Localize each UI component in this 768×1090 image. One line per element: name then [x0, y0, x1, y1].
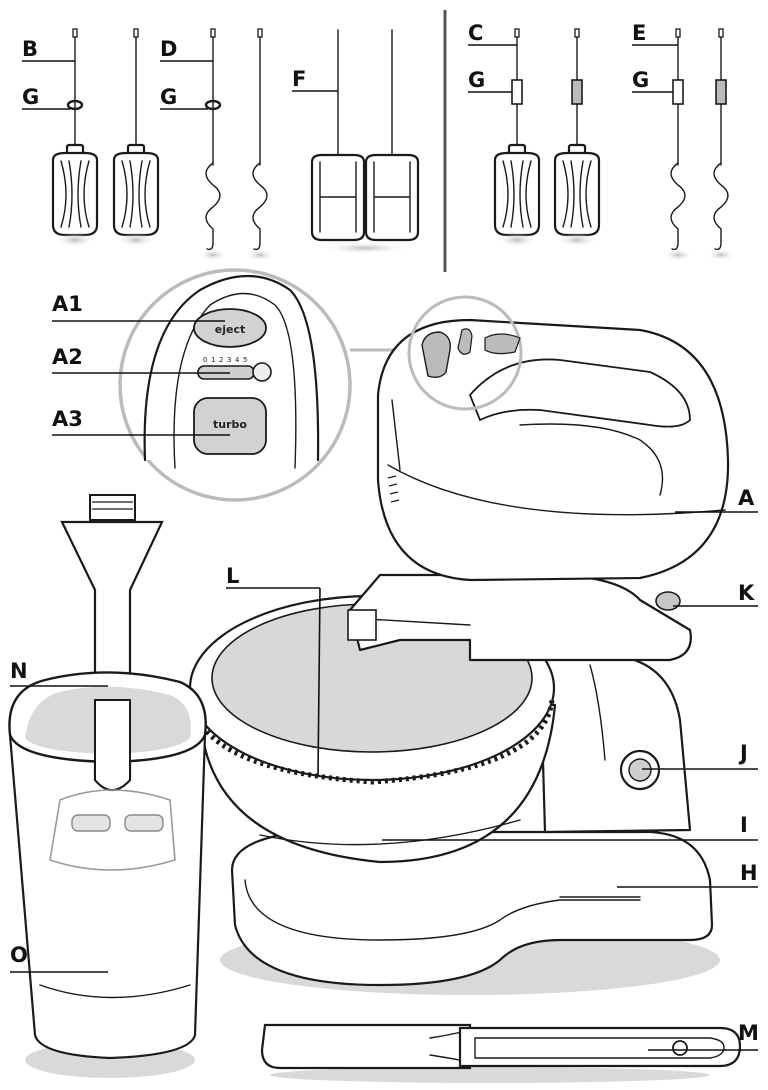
eject-text: eject	[215, 323, 245, 336]
beaters-group-c	[493, 27, 601, 249]
label-l: L	[226, 564, 239, 588]
eject-button[interactable]	[193, 308, 267, 348]
bowl-rim-l	[190, 699, 555, 785]
mixer-labels: A K L J I H	[226, 486, 758, 888]
label-a: A	[738, 486, 755, 510]
svg-text:2: 2	[219, 356, 223, 364]
turbo-text: turbo	[213, 418, 247, 431]
tilt-release-k[interactable]	[655, 591, 681, 611]
label-b: B	[22, 37, 38, 61]
label-n: N	[10, 659, 28, 683]
label-a1: A1	[52, 292, 83, 316]
label-a3: A3	[52, 407, 83, 431]
top-labels: B G D G F C G E G	[22, 21, 678, 110]
svg-text:0: 0	[203, 356, 207, 364]
beaters-group-b	[51, 27, 160, 249]
spatula-m	[260, 1023, 742, 1083]
label-g-1: G	[22, 85, 39, 109]
controls-zoom: eject 0 1 2 3 4 5 turbo	[118, 268, 405, 502]
ring-g-b	[66, 99, 84, 111]
label-o: O	[10, 943, 28, 967]
label-a2: A2	[52, 345, 83, 369]
label-f: F	[292, 67, 306, 91]
hooks-group-e	[663, 28, 736, 262]
label-m: M	[738, 1021, 759, 1045]
svg-text:4: 4	[235, 356, 240, 364]
blender-and-beaker	[8, 494, 207, 1078]
label-c: C	[468, 21, 483, 45]
svg-text:5: 5	[243, 356, 247, 364]
whisks-group-f	[310, 29, 420, 254]
controls-labels: A1 A2 A3	[52, 292, 230, 436]
svg-text:1: 1	[211, 356, 215, 364]
label-j: J	[738, 741, 748, 765]
blender-labels: N O	[10, 659, 108, 973]
spatula-label: M	[648, 1021, 759, 1051]
sleeve-g-e	[672, 79, 684, 105]
speed-ticks: 0 1 2 3 4 5	[203, 356, 247, 364]
label-i: I	[740, 813, 748, 837]
hooks-group-d	[198, 28, 275, 262]
label-g-2: G	[160, 85, 177, 109]
label-e: E	[632, 21, 646, 45]
speed-knob[interactable]	[252, 362, 272, 382]
label-d: D	[160, 37, 177, 61]
mixer-base-h	[230, 830, 714, 987]
ring-g-d	[204, 99, 222, 111]
turbo-button[interactable]	[193, 397, 267, 455]
label-h: H	[740, 861, 758, 885]
label-g-3: G	[468, 68, 485, 92]
label-k: K	[738, 581, 755, 605]
sleeve-g-c	[511, 79, 523, 105]
svg-text:3: 3	[227, 356, 231, 364]
stand-mixer	[188, 295, 730, 995]
label-g-4: G	[632, 68, 649, 92]
